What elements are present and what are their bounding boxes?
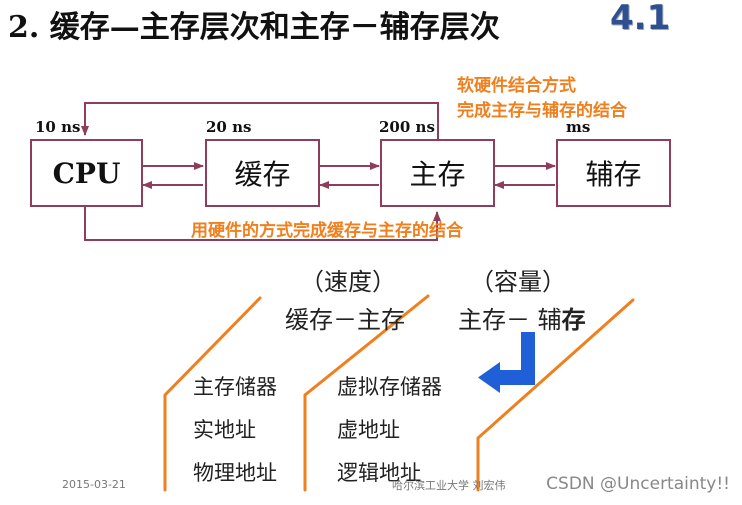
- cache-main-pair: 缓存－主存: [285, 306, 405, 334]
- main-memory-label: 主存: [409, 158, 466, 191]
- main-aux-pair: 主存－ 辅存: [458, 300, 586, 335]
- col1-item-0: 主存储器: [193, 375, 277, 399]
- col1-item-1: 实地址: [193, 418, 256, 442]
- aux-time-label: ms: [566, 118, 591, 136]
- col2-item-1: 虚地址: [337, 418, 400, 442]
- cpu-box: CPU: [30, 139, 143, 207]
- main-memory-box: 主存: [380, 139, 495, 207]
- cache-box: 缓存: [205, 139, 320, 207]
- blue-arrow-icon: [478, 332, 535, 393]
- orange-stroke-middle: [303, 294, 430, 492]
- aux-memory-box: 辅存: [556, 139, 671, 207]
- cache-label: 缓存: [234, 158, 291, 191]
- col2-item-0: 虚拟存储器: [337, 375, 442, 399]
- section-badge: 4.1: [610, 0, 671, 38]
- capacity-label: （容量）: [470, 268, 566, 296]
- orange-stroke-right: [476, 298, 635, 492]
- hardware-note: 用硬件的方式完成缓存与主存的结合: [191, 221, 463, 241]
- bottom-loop-line: [84, 207, 441, 241]
- pair2-aux-bold: 存: [561, 306, 586, 334]
- cpu-time-label: 10 ns: [35, 118, 81, 136]
- cpu-label: CPU: [52, 156, 121, 190]
- software-note-line2: 完成主存与辅存的结合: [457, 101, 627, 121]
- aux-memory-label: 辅存: [585, 158, 642, 191]
- footer-date: 2015-03-21: [62, 478, 126, 491]
- footer-school: 哈尔滨工业大学 刘宏伟: [392, 479, 506, 492]
- col1-item-2: 物理地址: [193, 461, 277, 485]
- main-time-label: 200 ns: [379, 118, 435, 136]
- watermark: CSDN @Uncertainty!!: [546, 474, 730, 494]
- cache-time-label: 20 ns: [206, 118, 252, 136]
- software-note-line1: 软硬件结合方式: [457, 76, 576, 96]
- top-loop-line: [81, 102, 439, 139]
- speed-label: （速度）: [300, 268, 396, 296]
- col2-item-2: 逻辑地址: [337, 461, 421, 485]
- slide-title: 2. 缓存—主存层次和主存－辅存层次: [8, 10, 500, 45]
- pair2-main: 主存: [458, 306, 506, 334]
- pair2-aux: － 辅: [506, 306, 562, 334]
- orange-stroke-left: [163, 296, 262, 492]
